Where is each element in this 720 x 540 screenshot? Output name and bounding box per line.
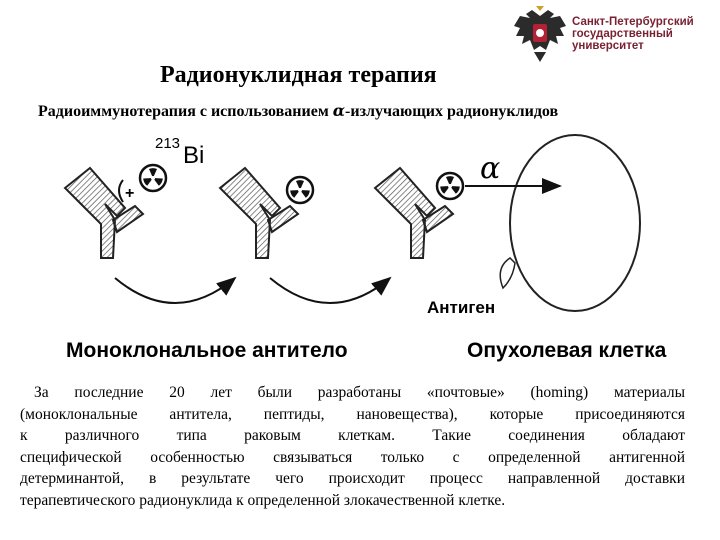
movement-arrow-2 xyxy=(269,276,392,304)
logo-line-1: Санкт-Петербургский xyxy=(572,16,694,28)
paragraph-line: За последние 20 лет были разработаны «по… xyxy=(34,384,685,401)
university-name: Санкт-Петербургский государственный унив… xyxy=(572,16,694,52)
antigen-label: Антиген xyxy=(427,298,495,317)
charge-bracket xyxy=(118,179,124,203)
logo-line-2: государственный xyxy=(572,28,673,40)
tumor-cell xyxy=(509,134,641,312)
logo-line-3: университет xyxy=(572,40,644,52)
paragraph-line: детерминантой, в результате чего происхо… xyxy=(20,470,685,487)
subtitle-alpha-symbol: α xyxy=(332,101,346,120)
antibody-3 xyxy=(373,166,455,259)
movement-arrow-1 xyxy=(114,276,237,304)
page-subtitle: Радиоиммунотерапия с использованием α-из… xyxy=(38,101,558,121)
paragraph-line: специфической особенностью связываться т… xyxy=(20,448,685,466)
isotope-symbol: Bi xyxy=(183,142,204,169)
paragraph-line: к различного типа раковым клеткам. Такие… xyxy=(20,427,685,444)
university-logo: Санкт-Петербургский государственный унив… xyxy=(512,6,717,68)
isotope-mass-number: 213 xyxy=(155,135,180,152)
antibody-caption: Моноклональное антитело xyxy=(66,339,348,362)
alpha-particle-symbol: α xyxy=(480,151,500,186)
antigen-marker xyxy=(499,257,516,290)
antibody-1 xyxy=(63,166,145,259)
tumor-cell-caption: Опухолевая клетка xyxy=(467,339,667,362)
paragraph-line: терапевтического радионуклида к определе… xyxy=(20,491,506,509)
radioimmunotherapy-diagram: + 213 Bi α Антиген xyxy=(55,128,685,343)
subtitle-prefix: Радиоиммунотерапия с использованием xyxy=(38,103,333,120)
antibody-2 xyxy=(218,166,300,259)
radiation-symbol-1-icon xyxy=(138,163,168,193)
radiation-symbol-3-icon xyxy=(435,171,465,201)
plus-sign: + xyxy=(125,185,134,202)
page-title: Радионуклидная терапия xyxy=(160,62,437,88)
radiation-symbol-2-icon xyxy=(285,175,315,205)
diagram-svg: + 213 Bi α Антиген xyxy=(63,134,641,317)
subtitle-suffix: -излучающих радионуклидов xyxy=(345,103,559,120)
double-eagle-emblem-icon xyxy=(514,6,566,62)
description-paragraph: За последние 20 лет были разработаны «по… xyxy=(20,382,685,511)
paragraph-line: (моноклональные антитела, пептиды, нанов… xyxy=(20,405,685,423)
